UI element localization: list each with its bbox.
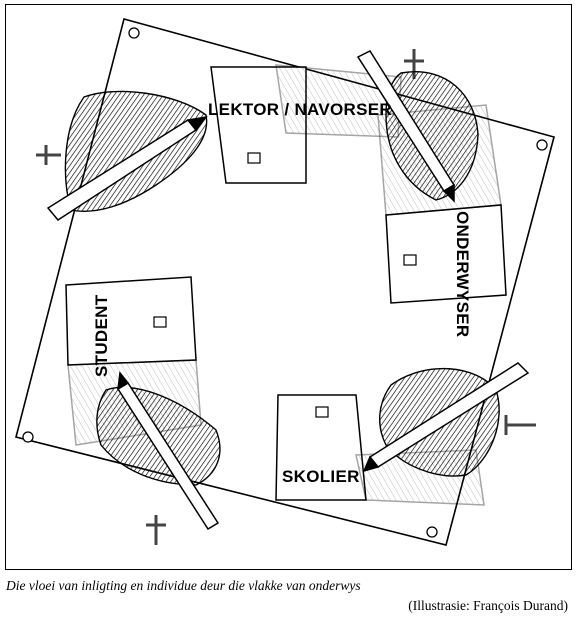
thumbtack-icon [128,27,140,39]
thumbtack-icon [536,139,548,151]
label-right: ONDERWYSER [453,211,472,337]
illustration-frame: LEKTOR / NAVORSER ONDERWYSER SKOLIER STU… [5,4,572,570]
label-top: LEKTOR / NAVORSER [208,100,392,119]
hands [64,71,500,486]
pencil-bottom-left [116,371,220,531]
figure-credit: (Illustrasie: François Durand) [408,598,568,613]
figure-caption: Die vloei van inligting en individue deu… [6,578,361,593]
thumbtack-icon [426,526,438,538]
thumbtack-icon [22,431,34,443]
pencil-bottom-right [362,362,530,473]
drawing-hands-illustration: LEKTOR / NAVORSER ONDERWYSER SKOLIER STU… [15,18,555,546]
pencil-top-left [46,115,208,221]
hand-top-right [385,71,479,201]
corner-pins [36,49,536,545]
pencils [46,50,530,531]
label-left: STUDENT [92,294,111,377]
pencil-top-right [356,50,456,203]
label-bottom: SKOLIER [282,467,360,486]
cufflinks [153,152,417,418]
